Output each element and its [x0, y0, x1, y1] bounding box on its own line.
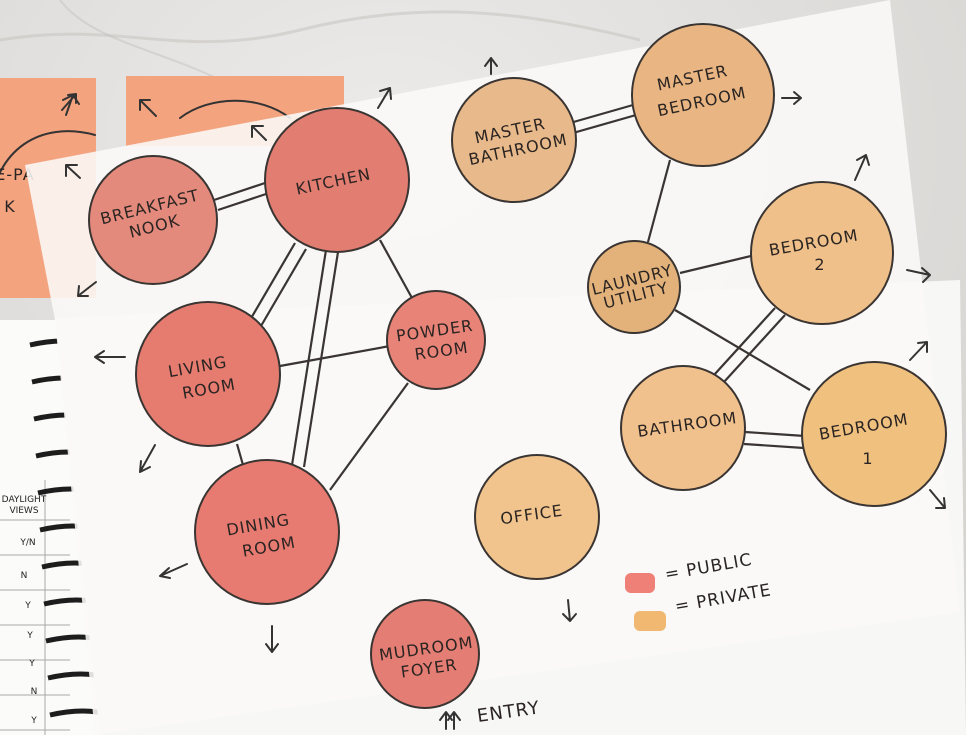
notebook-value: Y [24, 601, 31, 611]
room-bedroom-2: BEDROOM 2 [750, 181, 894, 325]
legend-private-swatch [634, 611, 666, 631]
room-master-bathroom: MASTER BATHROOM [451, 77, 577, 203]
room-breakfast-nook: BREAKFAST NOOK [88, 155, 218, 285]
direction-arrows [62, 57, 946, 730]
room-bathroom: BATHROOM [620, 365, 746, 491]
room-powder-room: POWDER ROOM [386, 290, 486, 390]
notebook-header-2: VIEWS [9, 506, 38, 516]
room-bedroom-1: BEDROOM 1 [801, 361, 947, 507]
notebook-header-1: DAYLIGHT [2, 495, 47, 505]
legend-public-swatch [625, 573, 655, 593]
svg-text:1: 1 [862, 449, 873, 468]
notebook-value: Y [30, 716, 37, 726]
sticky-note-text-1: E-PA [0, 165, 35, 184]
notebook-value: N [21, 571, 28, 581]
room-mudroom-foyer: MUDROOM FOYER [370, 599, 480, 709]
room-living-room: LIVING ROOM [135, 301, 281, 447]
notebook-value: N [31, 687, 38, 697]
sticky-note-text-2: K [4, 197, 16, 216]
notebook-value: Y [28, 659, 35, 669]
room-kitchen: KITCHEN [264, 107, 410, 253]
room-dining-room: DINING ROOM [194, 459, 340, 605]
svg-text:2: 2 [814, 255, 825, 274]
room-laundry-utility: LAUNDRY UTILITY [587, 240, 681, 334]
connections [213, 103, 811, 491]
notebook-value: Y [26, 631, 33, 641]
room-office: OFFICE [474, 454, 600, 580]
notebook-subheader: Y/N [19, 538, 35, 548]
room-master-bedroom: MASTER BEDROOM [631, 23, 775, 167]
